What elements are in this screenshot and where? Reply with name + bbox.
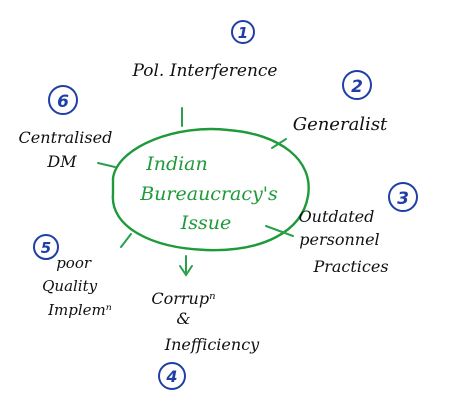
issue-5-line-1: poor [56,254,92,272]
connector-5 [120,233,132,248]
issue-6-number: 6 [57,92,69,112]
issue-4-line-1: Corrupⁿ [151,289,215,308]
issue-2-number-circle [342,70,372,100]
center-ellipse [111,127,310,252]
issue-3-line-1: Outdated [299,207,375,226]
issue-2-number: 2 [351,77,363,97]
issue-4-number: 4 [165,367,177,386]
issue-4: Corrupⁿ & Inefficiency 4 [151,289,260,390]
connectors [97,107,294,273]
issue-2: 2 Generalist [293,70,388,135]
issue-6-number-circle [48,85,78,115]
issue-1-label: Pol. Interference [132,61,278,81]
issue-5-label: poor Quality Implemⁿ [42,254,112,319]
issue-1: 1 Pol. Interference [132,20,278,81]
issue-6-line-1: Centralised [19,128,113,147]
issue-6: 6 Centralised DM [19,85,118,171]
issue-2-line-1: Generalist [293,114,388,135]
center-line-2: Bureaucracy's [139,183,278,205]
issue-6-label: Centralised DM [19,128,118,171]
center-title: Indian Bureaucracy's Issue [139,153,284,234]
issue-1-number-circle [231,20,255,44]
issue-5-number-circle [33,234,59,260]
issue-5: 5 poor Quality Implemⁿ [33,234,112,319]
issue-3-number: 3 [397,189,409,209]
connector-2 [271,138,287,149]
issue-4-line-2: & [176,309,190,328]
connector-3 [265,225,294,237]
connector-6 [97,162,116,168]
issue-3-label: Outdated personnel Practices [299,207,389,276]
issue-1-number: 1 [238,24,248,42]
issue-4-line-3: Inefficiency [164,335,260,354]
issue-5-number: 5 [41,239,51,257]
center-line-1: Indian [145,153,208,175]
issue-3-line-3: Practices [312,257,388,276]
issue-5-line-3: Implemⁿ [47,301,112,319]
issue-2-label: Generalist [293,114,388,135]
issue-4-number-circle [158,362,186,390]
issue-3: 3 Outdated personnel Practices [299,182,418,276]
issue-3-line-2: personnel [299,230,379,249]
issue-1-line-1: Pol. Interference [132,61,278,81]
issue-5-line-2: Quality [42,277,98,295]
issue-3-number-circle [388,182,418,212]
issue-4-label: Corrupⁿ & Inefficiency [151,289,260,354]
connector-4-arrowhead [179,265,193,277]
center-line-3: Issue [180,212,232,234]
issue-6-line-2: DM [46,152,77,171]
